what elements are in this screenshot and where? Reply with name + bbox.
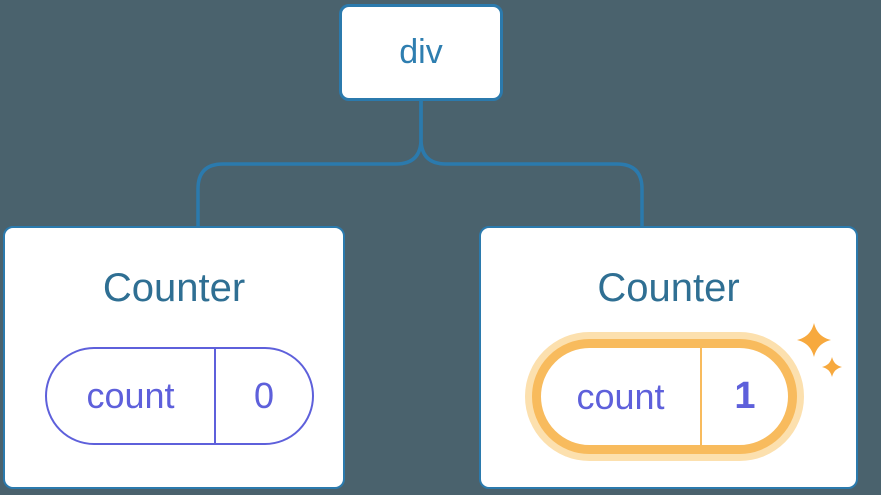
root-node-label: div (399, 33, 443, 71)
state-key-label: count (541, 348, 702, 445)
counter-title: Counter (597, 266, 740, 310)
counter-card-left: Counter count 0 (3, 226, 345, 489)
state-key-label: count (47, 349, 216, 443)
counter-card-right: Counter count 1 (479, 226, 858, 489)
sparkle-large (797, 323, 831, 357)
sparkle-small (822, 357, 842, 377)
connector-left-branch (196, 101, 423, 228)
connector-right-branch (419, 101, 644, 228)
state-value: 1 (734, 375, 756, 417)
state-pill: count 0 (45, 347, 314, 445)
tree-root-node: div (339, 4, 503, 101)
sparkles-icon (797, 323, 842, 377)
counter-title: Counter (102, 266, 246, 310)
state-value: 0 (253, 375, 275, 416)
state-pill-highlighted: count 1 (532, 339, 797, 454)
